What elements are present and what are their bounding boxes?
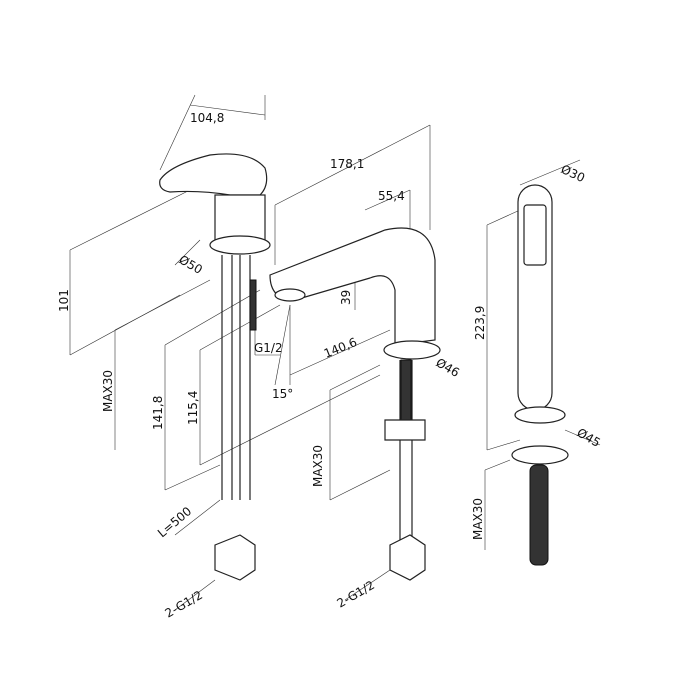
dim-max-deck-2: MAX30: [311, 445, 325, 487]
dim-hose-thread-1: 2-G1/2: [163, 588, 206, 621]
dim-shower-length: 223,9: [473, 306, 487, 340]
spout-base: [383, 340, 441, 360]
shower-base: [511, 445, 569, 465]
dim-shower-diameter: Ø30: [559, 162, 587, 185]
mixer-base: [209, 235, 271, 255]
shower-hose: [529, 464, 549, 566]
dim-body-height: 101: [57, 289, 71, 312]
dim-handle-width: 104,8: [190, 111, 224, 125]
spout-arm: [269, 227, 436, 346]
dim-total-height: 141,8: [151, 396, 165, 430]
hose-nut-left: [214, 534, 256, 581]
hand-shower: [511, 184, 569, 566]
dim-connection: G1/2: [254, 341, 283, 355]
dim-spout-base-diameter: Ø46: [434, 355, 462, 379]
dim-spout-length: 140,6: [322, 335, 359, 361]
hose-nut-right: [389, 534, 426, 581]
dim-shower-base-diameter: Ø45: [575, 425, 603, 449]
dim-spout-offset: 55,4: [378, 189, 405, 203]
dim-max-deck-3: MAX30: [471, 498, 485, 540]
dim-angle: 15°: [272, 387, 293, 401]
dim-spout-height: 39: [339, 290, 353, 305]
mixer-body: [159, 153, 271, 581]
dim-outlet-height: 115,4: [186, 391, 200, 425]
lever-handle: [159, 153, 268, 196]
dim-body-diameter: Ø50: [177, 252, 205, 276]
shower-spray-face: [523, 204, 547, 266]
dim-hose-thread-2: 2-G1/2: [335, 578, 378, 611]
dim-spout-reach: 178,1: [330, 157, 364, 171]
spout-outlet: [274, 288, 306, 302]
dim-hose-length: L=500: [155, 504, 194, 540]
spout: [269, 227, 441, 581]
dim-max-deck-1: MAX30: [101, 370, 115, 412]
dimension-lines: [69, 94, 601, 611]
